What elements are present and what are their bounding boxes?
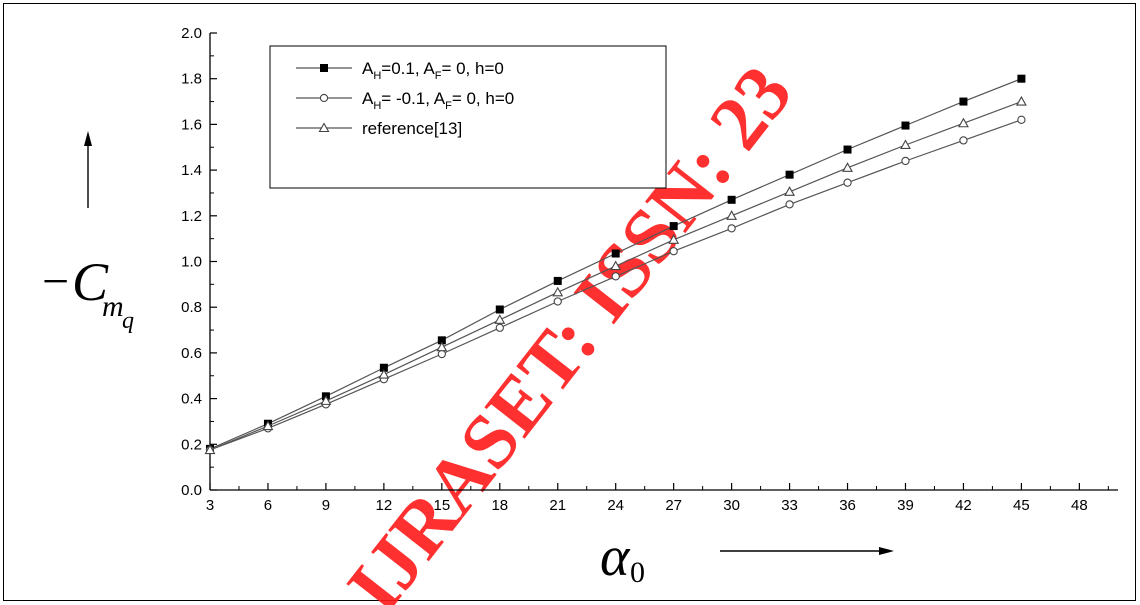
data-point-circle	[437, 349, 446, 359]
data-point-triangle	[436, 341, 448, 352]
y-tick-label: 0.0	[181, 482, 202, 499]
x-axis-label: α 0	[600, 526, 894, 589]
data-point-triangle	[204, 444, 216, 455]
legend-label: AH=0.1, AF= 0, h=0	[362, 59, 504, 82]
data-point-triangle	[262, 420, 274, 431]
data-point-circle	[785, 200, 794, 209]
data-point-square	[379, 363, 388, 372]
data-point-square	[901, 121, 910, 130]
data-point-triangle	[900, 139, 911, 150]
data-point-circle	[727, 224, 736, 233]
x-tick-label: 21	[549, 497, 566, 514]
data-point-triangle	[378, 368, 390, 379]
x-tick-label: 15	[433, 497, 450, 514]
y-tick-label: 0.8	[181, 299, 202, 316]
data-point-triangle	[784, 186, 796, 196]
y-arrow-head	[84, 131, 92, 146]
y-tick-label: 0.2	[181, 436, 202, 453]
data-point-square	[785, 170, 794, 179]
x-tick-label: 36	[839, 497, 856, 514]
y-tick-label: 1.6	[181, 116, 202, 133]
data-point-square	[553, 276, 562, 285]
data-point-circle	[901, 156, 910, 166]
x-tick-label: 27	[665, 497, 682, 514]
legend: AH=0.1, AF= 0, h=0AH= -0.1, AF= 0, h=0 re…	[269, 45, 667, 189]
data-point-triangle	[1015, 95, 1027, 106]
x-tick-label: 6	[264, 497, 272, 514]
y-tick-label: 0.4	[181, 391, 202, 408]
y-tick-label: 1.8	[181, 71, 202, 88]
data-point-square	[437, 336, 446, 345]
data-point-square	[320, 64, 328, 72]
y-label-m: m	[102, 290, 124, 323]
data-point-square	[495, 305, 504, 314]
x-tick-label: 48	[1071, 497, 1088, 514]
series-3	[204, 95, 1027, 455]
y-axis-label: − C m q	[42, 131, 134, 334]
y-tick-label: 1.4	[181, 162, 202, 179]
data-point-triangle	[320, 395, 332, 405]
legend-entry-3: reference[13]	[296, 119, 462, 138]
data-point-triangle	[494, 314, 506, 324]
x-tick-label: 18	[491, 497, 508, 514]
data-point-triangle	[318, 122, 330, 133]
legend-entry-2: AH= -0.1, AF= 0, h=0	[296, 89, 514, 112]
data-point-square	[727, 195, 736, 204]
x-tick-label: 9	[322, 497, 330, 514]
x-tick-label: 39	[897, 497, 914, 514]
data-point-triangle	[610, 260, 622, 271]
y-tick-label: 1.2	[181, 208, 202, 225]
y-tick-label: 2.0	[181, 25, 202, 42]
data-point-circle	[611, 272, 620, 281]
data-point-circle	[669, 247, 678, 256]
legend-box	[269, 45, 667, 189]
x-label-zero: 0	[630, 556, 645, 589]
data-point-triangle	[842, 162, 853, 172]
x-tick-label: 12	[376, 497, 393, 514]
data-point-square	[959, 97, 968, 106]
data-point-circle	[553, 297, 562, 306]
x-tick-label: 45	[1013, 497, 1030, 514]
data-point-triangle	[552, 286, 564, 297]
data-point-square	[843, 145, 852, 154]
x-tick-label: 42	[955, 497, 972, 514]
data-point-circle	[959, 136, 968, 145]
y-label-minus: −	[42, 255, 69, 308]
data-point-circle	[319, 93, 329, 103]
y-label-q: q	[122, 308, 134, 334]
legend-label: reference[13]	[362, 119, 462, 138]
legend-label: AH= -0.1, AF= 0, h=0	[362, 89, 514, 112]
figure-frame	[3, 3, 1136, 601]
data-point-square	[1017, 74, 1026, 83]
data-point-triangle	[668, 234, 680, 244]
data-point-triangle	[726, 210, 738, 220]
data-point-square	[669, 222, 678, 231]
x-tick-label: 30	[723, 497, 740, 514]
data-point-circle	[1017, 115, 1026, 124]
x-tick-label: 3	[206, 497, 214, 514]
x-label-alpha: α	[600, 526, 631, 588]
x-arrow-head	[879, 547, 894, 555]
data-point-circle	[495, 323, 504, 332]
data-point-triangle	[958, 117, 969, 128]
x-tick-label: 24	[607, 497, 624, 514]
y-tick-label: 1.0	[181, 254, 202, 271]
data-point-square	[611, 249, 620, 258]
series-2	[205, 115, 1026, 455]
data-point-circle	[843, 178, 852, 187]
y-label-c: C	[72, 252, 109, 312]
series-group	[204, 74, 1027, 455]
x-tick-label: 33	[781, 497, 798, 514]
y-tick-label: 0.6	[181, 345, 202, 362]
legend-entry-1: AH=0.1, AF= 0, h=0	[296, 59, 504, 82]
